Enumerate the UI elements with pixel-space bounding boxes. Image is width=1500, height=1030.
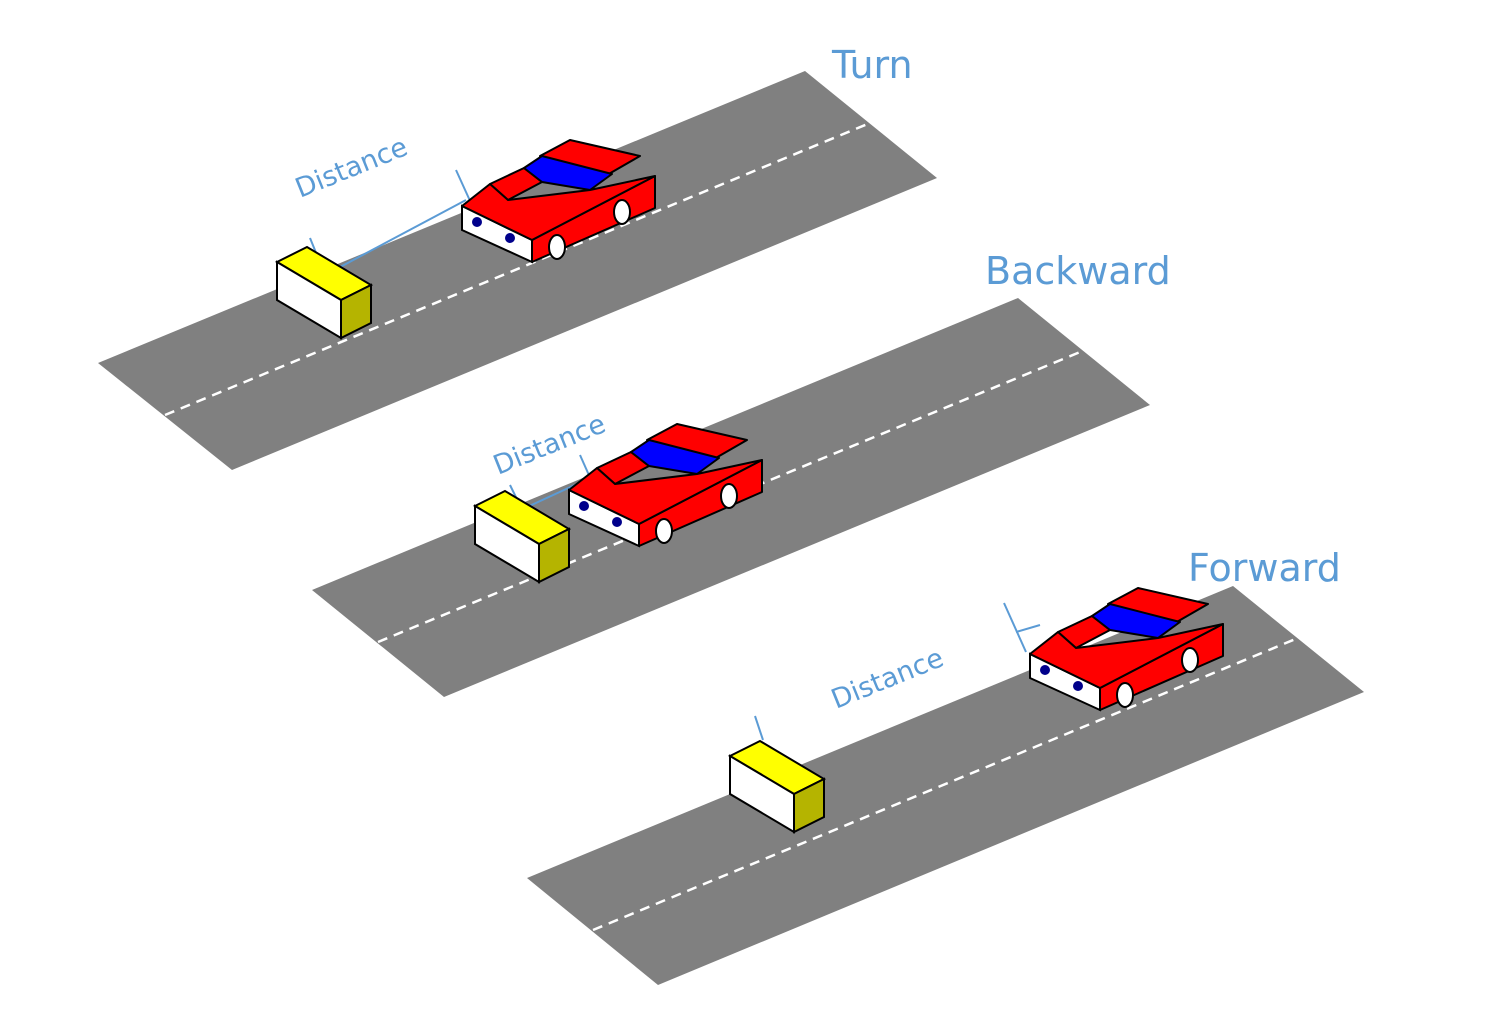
road (98, 71, 937, 470)
obstacle (727, 739, 827, 834)
scenario-forward: Forward Distance (527, 546, 1364, 985)
road (527, 586, 1364, 985)
car (461, 139, 656, 264)
lane-marking (164, 121, 871, 417)
distance-label: Distance (827, 643, 948, 716)
obstacle (274, 245, 374, 340)
obstacle (472, 489, 572, 584)
scenario-backward: Backward Distance (312, 249, 1171, 697)
scenario-title: Forward (1188, 546, 1341, 590)
car (1029, 587, 1224, 712)
car (568, 423, 763, 548)
distance-label: Distance (489, 409, 610, 482)
distance-marker (754, 602, 1041, 741)
scenario-title: Backward (985, 249, 1171, 293)
scenario-title: Turn (831, 43, 913, 87)
lane-marking (592, 636, 1299, 932)
distance-label: Distance (291, 132, 412, 205)
